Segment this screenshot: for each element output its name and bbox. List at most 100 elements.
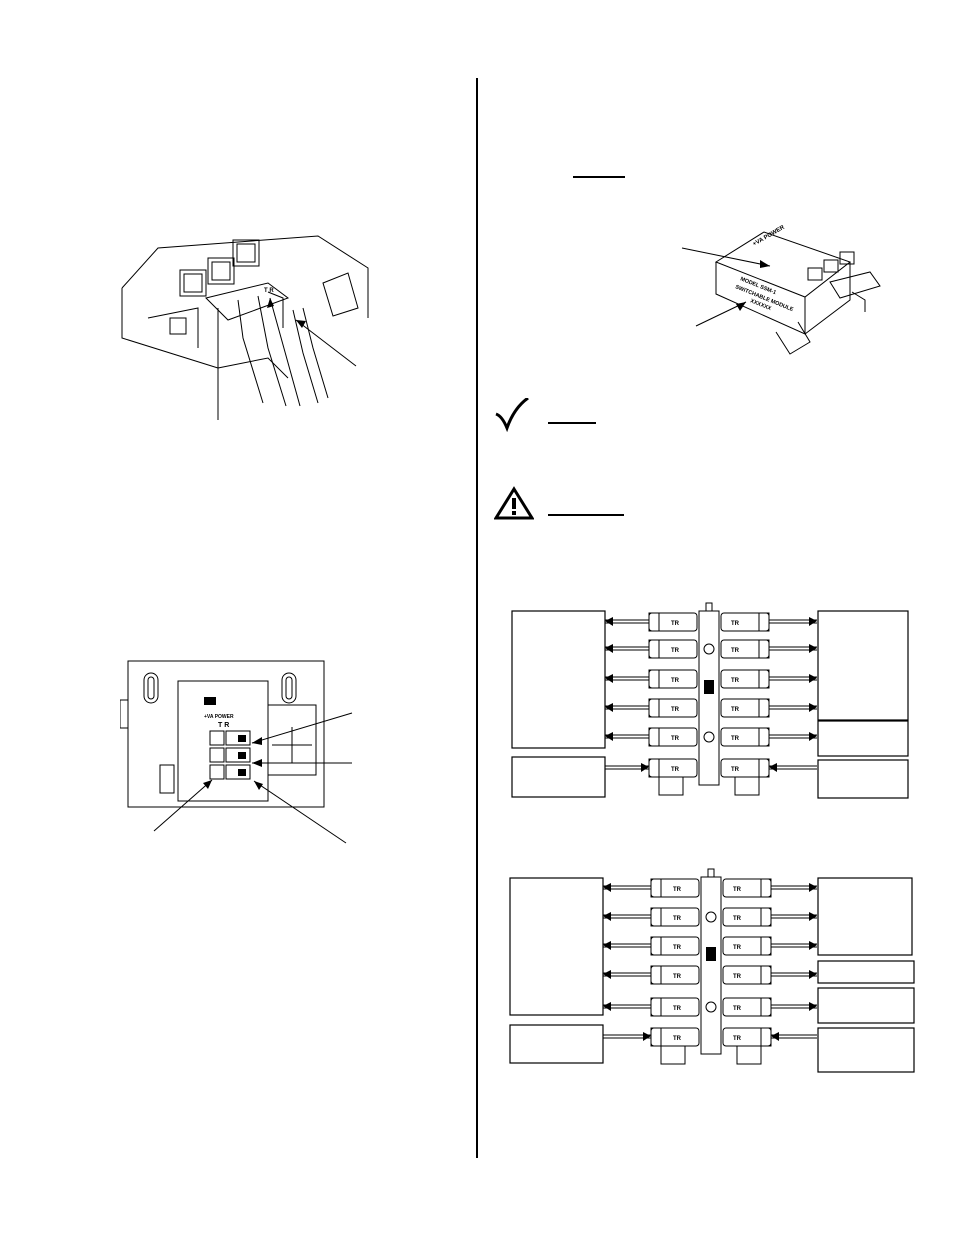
connector-latch-right — [758, 727, 770, 747]
arrow-out-left — [605, 703, 613, 712]
module-spine — [698, 610, 720, 786]
terminal-code-right: TR — [731, 707, 740, 713]
module-spine — [700, 876, 722, 1055]
connector-latch-left — [650, 1027, 662, 1047]
wiring-box — [817, 759, 909, 799]
terminal-code-left: TR — [671, 736, 680, 742]
arrow-out-right — [809, 674, 817, 683]
terminal-code-left: TR — [673, 887, 682, 893]
terminal-connector-right — [722, 936, 772, 956]
top-tab — [707, 868, 715, 878]
logo-mark — [706, 947, 716, 961]
wiring-diagram-1-drawing: TR TR TR TR TR TR TR TR TR TR TR TR — [511, 602, 909, 799]
module-drawing: +VA POWER MODEL SSM-1 SWITCHABLE MODULE … — [681, 224, 881, 355]
connector-latch-right — [760, 1027, 772, 1047]
check-icon — [494, 398, 530, 432]
terminal-connector-right — [720, 612, 770, 632]
arrow-out-right — [809, 1002, 817, 1011]
terminal-connector-right — [720, 639, 770, 659]
arrow-out-left — [605, 732, 613, 741]
terminal-code-right: TR — [733, 974, 742, 980]
logo-mark — [704, 680, 714, 694]
terminal-code-left: TR — [673, 1036, 682, 1042]
note-underline — [573, 176, 625, 178]
warning-underline — [548, 514, 624, 516]
warning-triangle-icon — [494, 486, 534, 520]
terminal-code-right: TR — [731, 621, 740, 627]
wiring-box — [817, 1027, 915, 1073]
terminal-code-left: TR — [671, 678, 680, 684]
screw-hole — [703, 731, 715, 743]
terminal-code-right: TR — [731, 648, 740, 654]
terminal-connector-right — [722, 878, 772, 898]
arrow-in-left — [641, 763, 649, 772]
connector-latch-left — [648, 669, 660, 689]
wiring-box — [511, 610, 606, 749]
terminal-code-left: TR — [671, 707, 680, 713]
terminal-connector-right — [720, 727, 770, 747]
arrow-out-left — [605, 644, 613, 653]
arrow-out-right — [809, 970, 817, 979]
arrow-out-right — [809, 732, 817, 741]
connector-latch-left — [650, 907, 662, 927]
connector-latch-right — [760, 997, 772, 1017]
arrow-out-left — [603, 883, 611, 892]
bottom-foot-left — [658, 776, 684, 796]
connector-latch-right — [758, 698, 770, 718]
terminal-connector-right — [720, 758, 770, 778]
arrow-out-left — [605, 617, 613, 626]
screw-hole — [703, 643, 715, 655]
terminal-code-left: TR — [671, 621, 680, 627]
terminal-connector-right — [720, 698, 770, 718]
arrow-out-left — [605, 674, 613, 683]
terminal-code-left: TR — [671, 767, 680, 773]
connector-latch-left — [650, 936, 662, 956]
terminal-code-right: TR — [731, 736, 740, 742]
bottom-foot-right — [734, 776, 760, 796]
switchable-module-figure: +VA POWER MODEL SSM-1 SWITCHABLE MODULE … — [680, 222, 900, 360]
arrow-out-right — [809, 617, 817, 626]
wiring-box — [817, 987, 915, 1024]
terminal-code-left: TR — [673, 1006, 682, 1012]
arrow-out-right — [809, 883, 817, 892]
connector-latch-right — [758, 639, 770, 659]
connector-latch-right — [758, 669, 770, 689]
check-note-underline — [548, 422, 596, 424]
connector-latch-left — [648, 639, 660, 659]
terminal-code-right: TR — [733, 945, 742, 951]
terminal-code-left: TR — [673, 945, 682, 951]
arrow-out-left — [603, 1002, 611, 1011]
connector-latch-left — [648, 698, 660, 718]
bottom-foot-right — [736, 1045, 762, 1065]
terminal-code-right: TR — [731, 767, 740, 773]
wiring-box — [817, 877, 913, 956]
base-closeup-drawing: T R — [121, 235, 369, 420]
connector-latch-right — [760, 907, 772, 927]
terminal-label: T R — [218, 722, 229, 729]
arrow-out-right — [809, 703, 817, 712]
wiring-box — [817, 960, 915, 984]
screw-hole — [705, 1001, 717, 1013]
arrow-out-left — [603, 941, 611, 950]
connector-latch-left — [650, 878, 662, 898]
wiring-base-closeup-figure: T R — [118, 228, 378, 428]
connector-latch-left — [650, 965, 662, 985]
arrow-in-left — [643, 1032, 651, 1041]
arrow-out-right — [809, 644, 817, 653]
terminal-code-left: TR — [671, 648, 680, 654]
terminal-code-right: TR — [731, 678, 740, 684]
terminal-connector-right — [720, 669, 770, 689]
terminal-code-right: TR — [733, 887, 742, 893]
connector-latch-left — [648, 612, 660, 632]
terminal-code-right: TR — [733, 1006, 742, 1012]
connector-latch-right — [760, 878, 772, 898]
arrow-in-right — [769, 763, 777, 772]
connector-latch-right — [760, 936, 772, 956]
terminal-code-right: TR — [733, 1036, 742, 1042]
screw-hole — [705, 911, 717, 923]
connector-latch-left — [648, 758, 660, 778]
bottom-foot-left — [660, 1045, 686, 1065]
wiring-box — [817, 720, 909, 757]
terminal-label: T R — [264, 288, 274, 294]
